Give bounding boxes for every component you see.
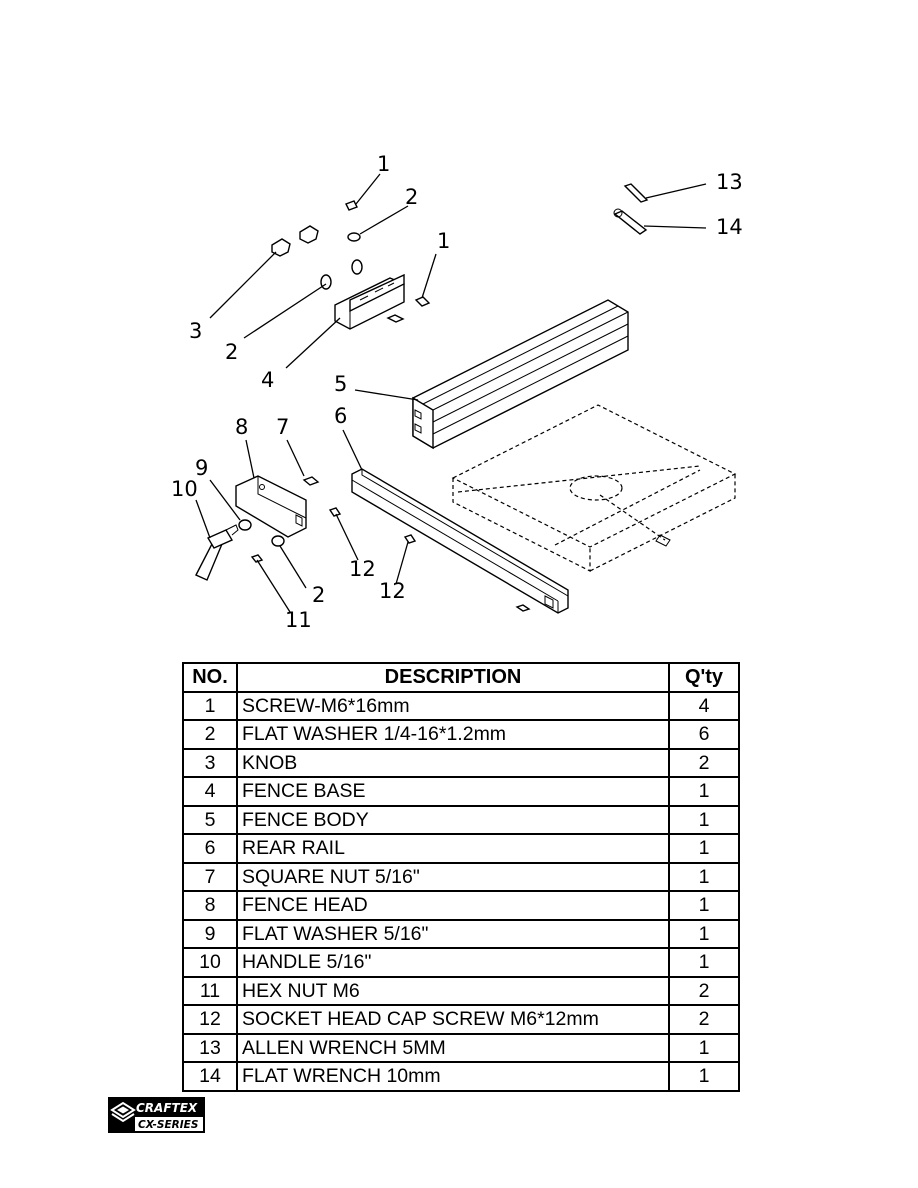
header-description: DESCRIPTION <box>236 662 670 693</box>
part-description: SCREW-M6*16mm <box>236 690 670 721</box>
callout-label: 1 <box>377 152 390 176</box>
callout-label: 2 <box>405 185 418 209</box>
logo-brand-text: CRAFTEX <box>136 1101 198 1115</box>
part-qty: 2 <box>668 1004 740 1035</box>
header-no: NO. <box>182 662 238 693</box>
part-qty: 1 <box>668 1061 740 1092</box>
part-description: FENCE BODY <box>236 804 670 835</box>
part-no: 4 <box>182 776 238 807</box>
part-qty: 1 <box>668 918 740 949</box>
washer-parts <box>238 232 363 547</box>
part-description: ALLEN WRENCH 5MM <box>236 1032 670 1063</box>
callout-label: 10 <box>171 477 198 501</box>
part-description: FENCE BASE <box>236 776 670 807</box>
part-description: KNOB <box>236 747 670 778</box>
callout-label: 1 <box>437 229 450 253</box>
part-no: 13 <box>182 1032 238 1063</box>
callout-label: 14 <box>716 215 743 239</box>
logo-emblem-icon <box>110 1101 136 1123</box>
part-description: SQUARE NUT 5/16" <box>236 861 670 892</box>
screw-parts <box>250 200 531 612</box>
part-qty: 1 <box>668 947 740 978</box>
table-top-outline <box>451 404 737 572</box>
callout-labels: 1 2 1 3 2 4 5 6 7 8 9 10 12 12 2 11 13 1… <box>171 152 743 632</box>
part-description: FENCE HEAD <box>236 890 670 921</box>
table-header-row: NO. DESCRIPTION Q'ty <box>182 662 740 693</box>
callout-label: 9 <box>195 456 208 480</box>
callout-label: 6 <box>334 404 347 428</box>
fence-head-part <box>235 475 307 538</box>
part-description: REAR RAIL <box>236 833 670 864</box>
part-qty: 4 <box>668 690 740 721</box>
part-qty: 1 <box>668 833 740 864</box>
callout-label: 4 <box>261 368 274 392</box>
part-no: 14 <box>182 1061 238 1092</box>
logo-series-text: CX-SERIES <box>138 1119 198 1131</box>
header-qty: Q'ty <box>668 662 740 693</box>
part-description: SOCKET HEAD CAP SCREW M6*12mm <box>236 1004 670 1035</box>
callout-label: 2 <box>312 583 325 607</box>
part-qty: 2 <box>668 975 740 1006</box>
callout-label: 7 <box>276 415 289 439</box>
exploded-parts-diagram: 1 2 1 3 2 4 5 6 7 8 9 10 12 12 2 11 13 1… <box>171 152 743 632</box>
part-qty: 1 <box>668 1032 740 1063</box>
fence-body-part <box>412 299 629 450</box>
part-no: 7 <box>182 861 238 892</box>
part-description: FLAT WRENCH 10mm <box>236 1061 670 1092</box>
part-qty: 1 <box>668 804 740 835</box>
callout-label: 12 <box>349 557 376 581</box>
part-description: HEX NUT M6 <box>236 975 670 1006</box>
part-qty: 6 <box>668 719 740 750</box>
callout-label: 12 <box>379 579 406 603</box>
part-no: 3 <box>182 747 238 778</box>
part-no: 11 <box>182 975 238 1006</box>
callout-label: 11 <box>285 608 312 632</box>
handle-part <box>195 524 239 581</box>
part-no: 9 <box>182 918 238 949</box>
part-qty: 1 <box>668 776 740 807</box>
wrench-parts <box>613 183 649 235</box>
craftex-logo: CRAFTEX CX-SERIES <box>108 1097 205 1133</box>
leader-lines <box>195 173 707 613</box>
part-qty: 1 <box>668 861 740 892</box>
part-no: 2 <box>182 719 238 750</box>
callout-label: 2 <box>225 340 238 364</box>
part-qty: 2 <box>668 747 740 778</box>
callout-label: 3 <box>189 319 202 343</box>
fence-base-part <box>334 273 405 330</box>
part-description: FLAT WASHER 5/16" <box>236 918 670 949</box>
callout-label: 5 <box>334 372 347 396</box>
part-no: 5 <box>182 804 238 835</box>
part-no: 10 <box>182 947 238 978</box>
part-description: FLAT WASHER 1/4-16*1.2mm <box>236 719 670 750</box>
part-qty: 1 <box>668 890 740 921</box>
part-no: 6 <box>182 833 238 864</box>
part-description: HANDLE 5/16" <box>236 947 670 978</box>
knob-part <box>271 225 319 257</box>
callout-label: 13 <box>716 170 743 194</box>
callout-label: 8 <box>235 415 248 439</box>
part-no: 1 <box>182 690 238 721</box>
part-no: 8 <box>182 890 238 921</box>
part-no: 12 <box>182 1004 238 1035</box>
